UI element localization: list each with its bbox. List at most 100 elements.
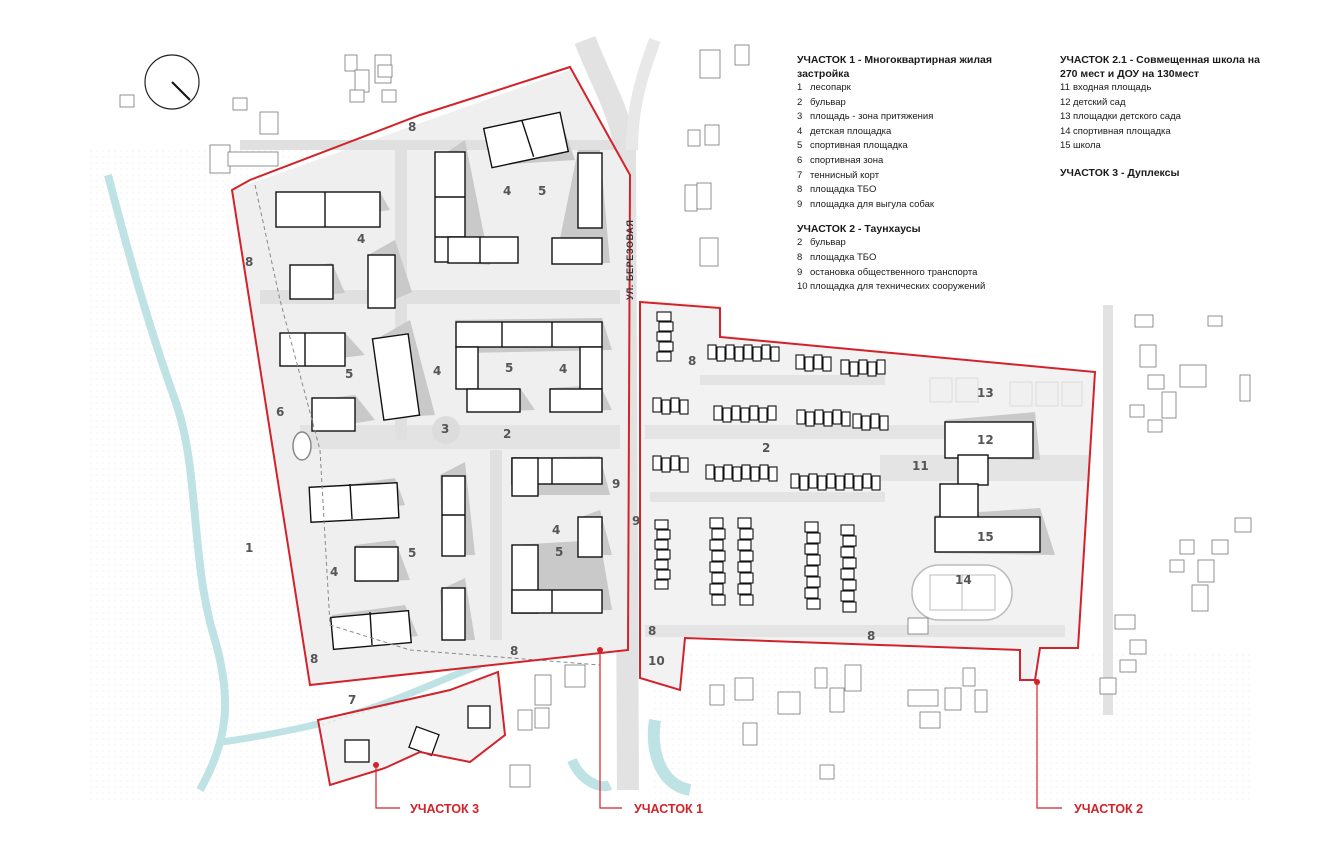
legend-item-text: детский сад bbox=[1073, 96, 1126, 108]
legend-item-text: площадь - зона притяжения bbox=[810, 111, 934, 123]
legend-item-number: 2 bbox=[797, 237, 803, 249]
legend-item-number: 9 bbox=[797, 198, 803, 210]
legend-item-number: 11 bbox=[1060, 82, 1070, 93]
map-number: 1 bbox=[245, 541, 253, 555]
map-number: 4 bbox=[433, 364, 441, 378]
legend-item: 3 площадь - зона притяжения bbox=[797, 110, 1037, 125]
zone1-boundary bbox=[230, 65, 632, 687]
map-number: 5 bbox=[505, 361, 513, 375]
legend-zone1-title: УЧАСТОК 1 - Многоквартирная жилая застро… bbox=[797, 54, 992, 80]
legend-item-text: площадка для выгула собак bbox=[810, 198, 935, 210]
river bbox=[104, 173, 230, 792]
legend-item-text: детская площадка bbox=[810, 125, 892, 137]
legend-item: 8 площадка ТБО bbox=[797, 183, 1037, 198]
south-green-area bbox=[650, 650, 1250, 800]
legend-item-number: 4 bbox=[797, 125, 803, 137]
map-number: 2 bbox=[762, 441, 770, 455]
map-number: 2 bbox=[503, 427, 511, 441]
map-number: 4 bbox=[357, 232, 365, 246]
legend-item-text: площадка для технических сооружений bbox=[810, 281, 986, 293]
legend-item-number: 8 bbox=[797, 251, 803, 263]
map-number: 10 bbox=[648, 654, 665, 668]
legend-item-number: 1 bbox=[797, 82, 803, 93]
map-number: 9 bbox=[612, 477, 620, 491]
legend-item: 1 лесопарк bbox=[797, 81, 1037, 96]
berezovaya-street bbox=[574, 36, 639, 791]
map-number: 8 bbox=[310, 652, 318, 666]
zone2-boulevard bbox=[645, 425, 945, 439]
legend-item: 9 площадка для выгула собак bbox=[797, 198, 1037, 213]
zone1-road bbox=[240, 140, 620, 150]
map-number: 11 bbox=[912, 459, 929, 473]
leader-dots bbox=[373, 647, 1040, 768]
legend-column-right: УЧАСТОК 2.1 - Совмещенная школа на 270 м… bbox=[1060, 53, 1275, 180]
zone1-road bbox=[490, 450, 502, 640]
map-number: 14 bbox=[955, 573, 972, 587]
legend-zone21-title: УЧАСТОК 2.1 - Совмещенная школа на 270 м… bbox=[1060, 54, 1260, 80]
legend-item-text: спортивная площадка bbox=[810, 140, 908, 152]
legend-item: 4 детская площадка bbox=[797, 125, 1037, 140]
legend-item-number: 13 bbox=[1060, 111, 1071, 123]
map-number: 8 bbox=[688, 354, 696, 368]
zone3-label: УЧАСТОК 3 bbox=[410, 802, 480, 816]
legend-zone2-title: УЧАСТОК 2 - Таунхаусы bbox=[797, 223, 921, 236]
map-number: 8 bbox=[648, 624, 656, 638]
zone1-road bbox=[260, 290, 620, 304]
school-complex bbox=[934, 421, 1041, 553]
map-number: 4 bbox=[552, 523, 560, 537]
zone3-boundary bbox=[316, 670, 507, 787]
map-number: 5 bbox=[555, 545, 563, 559]
zone2-road bbox=[650, 492, 885, 502]
legend-item-text: теннисный корт bbox=[810, 169, 880, 181]
road-branch bbox=[626, 37, 661, 151]
legend-item: 8 площадка ТБО bbox=[797, 251, 1037, 266]
legend-item-text: школа bbox=[1073, 140, 1101, 152]
map-number: 9 bbox=[632, 514, 640, 528]
map-number: 8 bbox=[510, 644, 518, 658]
zone2-townhouses bbox=[652, 311, 889, 613]
map-number: 8 bbox=[408, 120, 416, 134]
map-number: 4 bbox=[503, 184, 511, 198]
map-numbers: 1 2 2 3 4 4 4 4 4 4 5 5 5 5 5 6 7 8 8 8 … bbox=[245, 120, 994, 707]
legend-item-text: входная площадь bbox=[1073, 82, 1152, 93]
legend-item-text: площадка ТБО bbox=[810, 184, 877, 196]
legend-item-number: 10 bbox=[797, 281, 808, 293]
map-number: 13 bbox=[977, 386, 994, 400]
map-number: 6 bbox=[276, 405, 284, 419]
zone1-label: УЧАСТОК 1 bbox=[634, 802, 704, 816]
legend-item-number: 3 bbox=[797, 111, 803, 123]
legend-item-number: 12 bbox=[1060, 96, 1071, 108]
legend-item-number: 8 bbox=[797, 184, 803, 196]
map-number: 5 bbox=[345, 367, 353, 381]
map-number: 5 bbox=[538, 184, 546, 198]
zone2-road bbox=[645, 625, 1065, 637]
map-number: 12 bbox=[977, 433, 994, 447]
street-name-label: УЛ. БЕРЕЗОВАЯ bbox=[625, 220, 635, 300]
map-number: 4 bbox=[559, 362, 567, 376]
legend-column-left: УЧАСТОК 1 - Многоквартирная жилая застро… bbox=[797, 53, 1037, 295]
zone2-road bbox=[700, 375, 885, 385]
legend-item-number: 15 bbox=[1060, 140, 1071, 152]
zone1-buildings bbox=[275, 111, 603, 651]
legend-item-number: 9 bbox=[797, 266, 803, 278]
sport-zone-oval bbox=[292, 431, 312, 461]
legend-item-text: лесопарк bbox=[810, 82, 851, 93]
legend-item-text: площадки детского сада bbox=[1073, 111, 1181, 123]
legend-item-text: площадка ТБО bbox=[810, 251, 877, 263]
legend-item-number: 14 bbox=[1060, 125, 1071, 137]
legend-item-number: 6 bbox=[797, 154, 803, 166]
north-arrow bbox=[144, 54, 200, 110]
map-number: 8 bbox=[867, 629, 875, 643]
legend-item-text: бульвар bbox=[810, 96, 846, 108]
leader-lines bbox=[375, 650, 1062, 809]
kindergarten-playgrounds bbox=[929, 377, 1083, 407]
